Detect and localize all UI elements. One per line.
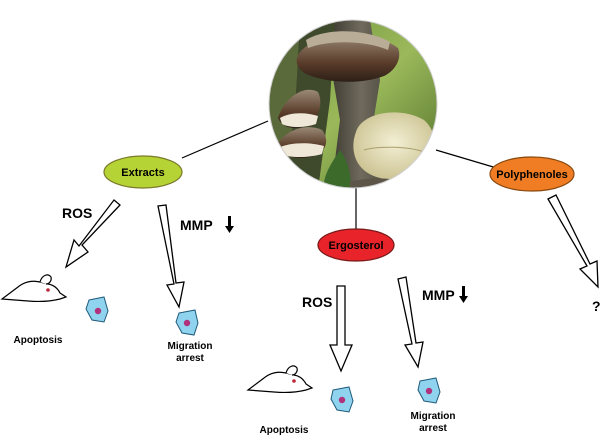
arrow-ergosterol-apoptosis: [329, 285, 353, 373]
outcome-migration-left-line2: arrest: [176, 353, 204, 364]
arrow-ergosterol-migration: [397, 276, 424, 369]
node-polyphenoles-label: Polyphenoles: [496, 169, 568, 181]
edge-label-ros-left: ROS: [62, 205, 92, 221]
photo-border: [268, 19, 438, 189]
node-extracts-label: Extracts: [121, 167, 164, 179]
arrow-extracts-migration: [157, 204, 185, 309]
node-extracts: Extracts: [103, 155, 183, 189]
mouse-icon: [0, 274, 68, 302]
outcome-migration-center-line2: arrest: [419, 423, 447, 434]
cell-icon: [175, 309, 199, 336]
cell-icon: [330, 386, 354, 413]
edge-label-mmp-center: MMP: [422, 287, 455, 303]
node-ergosterol: Ergosterol: [317, 228, 395, 262]
link-photo-extracts: [181, 120, 269, 159]
node-ergosterol-label: Ergosterol: [328, 240, 383, 252]
edge-label-ros-center: ROS: [302, 294, 332, 310]
edge-label-unknown: ?: [592, 298, 600, 314]
arrow-polyphenoles-unknown: [547, 194, 599, 289]
outcome-apoptosis-center: Apoptosis: [260, 425, 309, 436]
arrow-down-icon: [225, 216, 234, 233]
link-photo-polyphenoles: [435, 149, 501, 170]
cell-icon: [417, 377, 441, 404]
outcome-migration-center-line1: Migration: [411, 411, 456, 422]
edge-label-mmp-left: MMP: [180, 217, 213, 233]
cell-icon: [85, 296, 109, 323]
arrow-extracts-apoptosis: [64, 199, 121, 269]
outcome-apoptosis-left: Apoptosis: [14, 335, 63, 346]
node-polyphenoles: Polyphenoles: [489, 156, 575, 192]
mouse-icon: [246, 365, 314, 393]
outcome-migration-left-line1: Migration: [168, 341, 213, 352]
arrow-down-icon: [459, 286, 468, 303]
mushroom-photo: [269, 20, 437, 188]
